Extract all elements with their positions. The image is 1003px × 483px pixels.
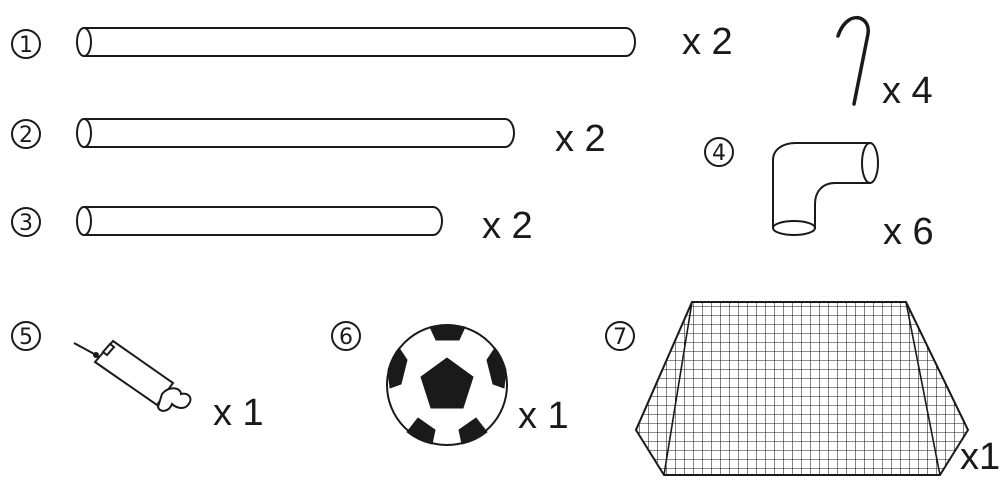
part-5-number: 5 <box>19 325 33 350</box>
part-5-quantity: x 1 <box>213 392 264 434</box>
part-3: 3 x 2 <box>12 205 533 247</box>
part-7: 7 x1 <box>606 302 1000 478</box>
part-6-number: 6 <box>339 325 353 350</box>
part-6-quantity: x 1 <box>518 395 569 437</box>
part-7-number: 7 <box>613 325 627 350</box>
part-1-number-badge: 1 <box>12 30 40 58</box>
part-2-quantity: x 2 <box>555 118 606 160</box>
part-3-quantity: x 2 <box>482 205 533 247</box>
elbow-connector-icon <box>773 143 878 235</box>
part-5-number-badge: 5 <box>12 322 40 350</box>
part-2-number: 2 <box>19 123 33 148</box>
part-1-quantity: x 2 <box>682 21 733 63</box>
part-6: 6 x 1 <box>332 322 569 445</box>
part-3-number: 3 <box>19 211 33 236</box>
soccer-ball-icon <box>387 325 507 445</box>
part-2: 2 x 2 <box>12 118 606 160</box>
part-hook: x 4 <box>838 18 933 112</box>
part-7-quantity: x1 <box>960 436 1000 478</box>
part-hook-quantity: x 4 <box>882 70 933 112</box>
medium-pole-icon <box>77 119 514 147</box>
long-pole-icon <box>77 28 635 56</box>
hand-pump-icon <box>74 341 190 411</box>
part-5: 5 x 1 <box>12 322 264 434</box>
part-4-number: 4 <box>712 141 726 166</box>
part-4-quantity: x 6 <box>883 211 934 253</box>
ground-stake-hook-icon <box>838 18 868 104</box>
part-6-number-badge: 6 <box>332 322 360 350</box>
part-3-number-badge: 3 <box>12 208 40 236</box>
part-7-number-badge: 7 <box>606 322 634 350</box>
part-4-number-badge: 4 <box>705 138 733 166</box>
goal-net-icon <box>636 302 968 475</box>
part-4: 4 x 6 <box>705 138 934 253</box>
part-1: 1 x 2 <box>12 21 733 63</box>
part-2-number-badge: 2 <box>12 120 40 148</box>
part-1-number: 1 <box>19 33 33 58</box>
short-pole-icon <box>77 207 442 235</box>
